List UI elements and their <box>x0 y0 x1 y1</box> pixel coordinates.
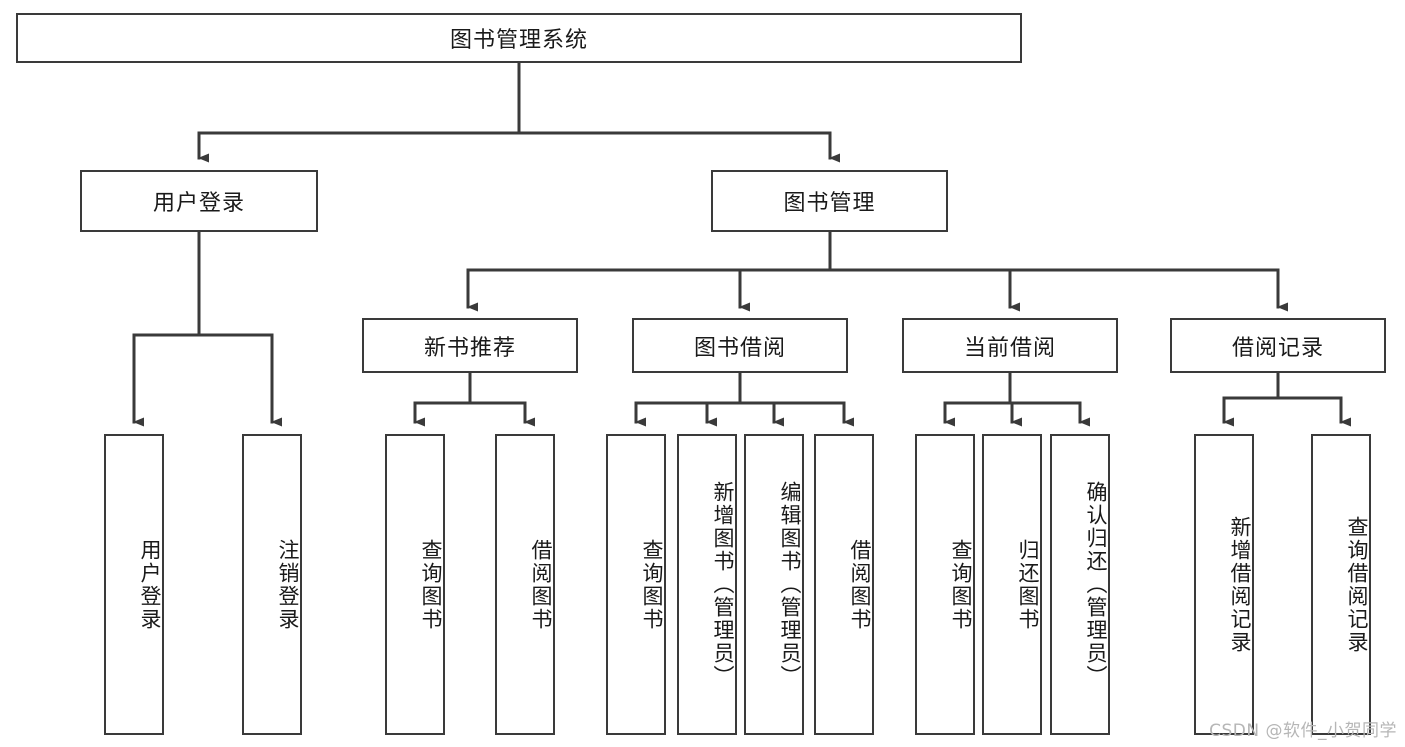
node-user-login[interactable]: 用户登录 <box>80 170 318 232</box>
node-borrow-record-label: 借阅记录 <box>1231 335 1324 361</box>
node-leaf-borrow-book-2[interactable]: 借阅图书 <box>814 434 874 735</box>
node-leaf-query-book-3[interactable]: 查询图书 <box>915 434 975 735</box>
node-leaf-confirm-return[interactable]: 确认归还（管理员） <box>1050 434 1110 735</box>
node-leaf-user-logout-label: 注销登录 <box>276 538 300 631</box>
node-leaf-borrow-book-1[interactable]: 借阅图书 <box>495 434 555 735</box>
node-new-book-recommend[interactable]: 新书推荐 <box>362 318 578 373</box>
node-leaf-query-book-1[interactable]: 查询图书 <box>385 434 445 735</box>
node-book-management-label: 图书管理 <box>783 191 876 216</box>
node-leaf-edit-book[interactable]: 编辑图书（管理员） <box>744 434 804 735</box>
node-current-borrow[interactable]: 当前借阅 <box>902 318 1118 373</box>
node-leaf-query-book-2-label: 查询图书 <box>640 538 664 631</box>
node-book-borrow[interactable]: 图书借阅 <box>632 318 848 373</box>
watermark-text: CSDN @软件_小贺同学 <box>1209 721 1397 741</box>
node-borrow-record[interactable]: 借阅记录 <box>1170 318 1386 373</box>
node-leaf-add-record-label: 新增借阅记录 <box>1228 515 1252 654</box>
node-leaf-user-login-label: 用户登录 <box>138 538 162 631</box>
node-leaf-add-book-label: 新增图书（管理员） <box>711 481 735 688</box>
node-root-label: 图书管理系统 <box>449 28 588 53</box>
node-leaf-user-login[interactable]: 用户登录 <box>104 434 164 735</box>
node-leaf-borrow-book-1-label: 借阅图书 <box>529 538 553 631</box>
node-leaf-edit-book-label: 编辑图书（管理员） <box>778 481 802 688</box>
node-new-book-recommend-label: 新书推荐 <box>423 335 516 361</box>
node-leaf-add-book[interactable]: 新增图书（管理员） <box>677 434 737 735</box>
node-user-login-label: 用户登录 <box>152 191 245 216</box>
node-book-borrow-label: 图书借阅 <box>693 335 786 361</box>
node-leaf-add-record[interactable]: 新增借阅记录 <box>1194 434 1254 735</box>
node-leaf-query-record[interactable]: 查询借阅记录 <box>1311 434 1371 735</box>
node-book-management[interactable]: 图书管理 <box>711 170 948 232</box>
node-leaf-query-book-1-label: 查询图书 <box>419 538 443 631</box>
node-leaf-return-book[interactable]: 归还图书 <box>982 434 1042 735</box>
node-leaf-query-book-2[interactable]: 查询图书 <box>606 434 666 735</box>
node-leaf-query-record-label: 查询借阅记录 <box>1345 515 1369 654</box>
node-leaf-return-book-label: 归还图书 <box>1016 538 1040 631</box>
node-leaf-user-logout[interactable]: 注销登录 <box>242 434 302 735</box>
node-leaf-borrow-book-2-label: 借阅图书 <box>848 538 872 631</box>
node-leaf-query-book-3-label: 查询图书 <box>949 538 973 631</box>
node-current-borrow-label: 当前借阅 <box>963 335 1056 361</box>
node-leaf-confirm-return-label: 确认归还（管理员） <box>1084 481 1108 688</box>
node-root[interactable]: 图书管理系统 <box>16 13 1022 63</box>
